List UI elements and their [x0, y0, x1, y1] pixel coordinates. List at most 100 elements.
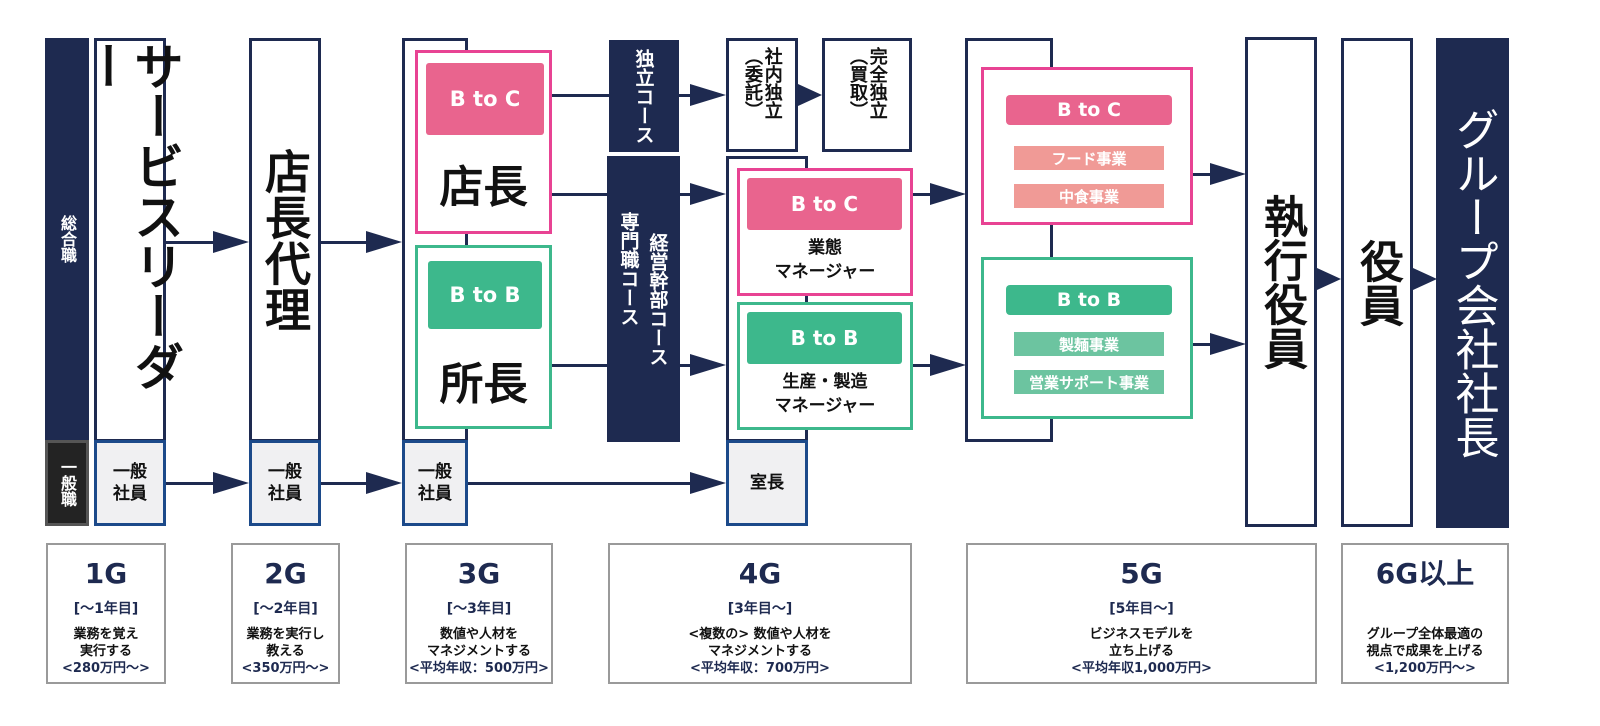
- arrow-icon: [366, 472, 402, 494]
- btoc-label: B to C: [449, 87, 521, 111]
- arrow-icon: [1210, 333, 1246, 355]
- arrow-icon: [213, 231, 249, 253]
- role-director-label: 役員: [1352, 238, 1403, 327]
- sales-support-business: 営業サポート事業: [1014, 370, 1164, 394]
- role-group-president-label: グループ会社社長: [1447, 107, 1499, 459]
- grade-years: [～2年目]: [253, 600, 318, 617]
- arrow-icon: [930, 183, 966, 205]
- grade-desc-line1: <複数の> 数値や人材を: [688, 626, 832, 642]
- grade-desc-line2: 立ち上げる: [1108, 644, 1174, 660]
- grade-label: 5G: [1120, 557, 1163, 590]
- general-staff-2-line1: 一般: [268, 461, 302, 482]
- grade-salary: <平均年収：700万円>: [690, 660, 830, 676]
- connector-line: [680, 364, 692, 367]
- arrow-icon: [690, 84, 726, 106]
- grade-desc: ビジネスモデルを立ち上げる: [968, 626, 1315, 661]
- btob-label-3: B to B: [1056, 289, 1122, 311]
- grade-label: 4G: [738, 557, 782, 590]
- connector-line: [913, 364, 933, 367]
- grade-years: [3年目～]: [727, 600, 793, 617]
- production-manager-box: B to B 生産・製造 マネージャー: [737, 302, 913, 430]
- connector-line: [321, 241, 367, 244]
- grade-card-2: 2G [～2年目] 業務を実行し教える <350万円～>: [231, 543, 340, 684]
- role-deputy-manager-label: 店長代理: [258, 148, 312, 332]
- arrow-icon: [213, 472, 249, 494]
- production-manager-line1: 生産・製造: [782, 372, 868, 392]
- grade-desc-line1: 数値や人材を: [439, 626, 518, 642]
- grade-desc: グループ全体最適の視点で成果を上げる: [1343, 626, 1507, 661]
- grade-desc: 業務を覚え実行する: [48, 626, 164, 661]
- arrow-icon: [690, 183, 726, 205]
- role-service-leader: サービスリーダー: [76, 38, 184, 442]
- grade-desc: 数値や人材をマネジメントする: [407, 626, 551, 661]
- grade-desc-line2: 視点で成果を上げる: [1366, 644, 1484, 660]
- grade-label: 3G: [457, 557, 501, 590]
- general-staff-3-line2: 社員: [418, 484, 452, 504]
- general-staff-3: 一般社員: [402, 440, 468, 526]
- grade-label: 2G: [264, 557, 307, 590]
- office-manager-btob-badge: B to B: [428, 261, 542, 329]
- grade-years: [1343, 598, 1507, 616]
- arrow-icon: [930, 354, 966, 376]
- role-director: 役員: [1341, 38, 1413, 527]
- btoc-label-2: B to C: [790, 192, 859, 216]
- grade-desc-line2: 教える: [266, 644, 305, 660]
- grade-card-5: 5G [5年目～] ビジネスモデルを立ち上げる <平均年収1,000万円>: [966, 543, 1317, 684]
- store-manager-btoc-badge: B to C: [426, 63, 544, 135]
- role-group-president: グループ会社社長: [1436, 38, 1509, 528]
- track-ordinary: 一般職: [45, 440, 89, 526]
- full-independent-label: 完全独立（買取）: [847, 47, 888, 119]
- btob-label: B to B: [449, 283, 521, 307]
- general-staff-1-line2: 社員: [113, 484, 147, 504]
- arrow-icon: [1317, 268, 1341, 290]
- grade-desc-line1: グループ全体最適の: [1366, 626, 1484, 642]
- grade-card-3: 3G [～3年目] 数値や人材をマネジメントする <平均年収：500万円>: [405, 543, 553, 684]
- role-deputy-manager: 店長代理: [249, 38, 321, 442]
- grade-desc: <複数の> 数値や人材をマネジメントする: [610, 626, 910, 661]
- connector-line: [166, 241, 216, 244]
- exec-specialist-course: 経営幹部コース 専門職コース: [607, 156, 680, 442]
- office-manager-box: B to B 所長: [415, 245, 552, 429]
- deli-business: 中食事業: [1014, 184, 1164, 208]
- grade-years: [5年目～]: [1109, 600, 1174, 617]
- general-staff-1: 一般社員: [94, 440, 166, 526]
- general-staff-2: 一般社員: [249, 440, 321, 526]
- btob-label-2: B to B: [790, 326, 859, 350]
- connector-line: [679, 94, 691, 97]
- btob-business-badge: B to B: [1006, 285, 1172, 315]
- business-manager-line1: 業態: [808, 238, 842, 258]
- grade-desc-line1: ビジネスモデルを: [1089, 626, 1194, 642]
- store-manager-box: B to C 店長: [415, 50, 552, 234]
- general-staff-1-line1: 一般: [113, 461, 147, 482]
- connector-line: [166, 482, 216, 485]
- business-manager-btoc-badge: B to C: [747, 178, 902, 230]
- role-executive-officer-label: 執行役員: [1256, 194, 1307, 370]
- business-manager-box: B to C 業態 マネージャー: [737, 168, 913, 296]
- arrow-icon: [690, 354, 726, 376]
- grade-years: [～1年目]: [73, 600, 139, 617]
- general-staff-3-line1: 一般: [418, 461, 452, 482]
- btoc-business-badge: B to C: [1006, 95, 1172, 125]
- grade-salary: <平均年収：500万円>: [409, 660, 549, 676]
- production-manager-title: 生産・製造 マネージャー: [740, 371, 910, 419]
- connector-line: [1193, 173, 1213, 176]
- arrow-icon: [798, 84, 822, 106]
- connector-line: [468, 482, 692, 485]
- exec-course-label: 経営幹部コース: [646, 232, 669, 366]
- grade-card-6: 6G以上 グループ全体最適の視点で成果を上げる <1,200万円～>: [1341, 543, 1509, 684]
- store-manager-title: 店長: [439, 162, 528, 213]
- connector-line: [552, 94, 609, 97]
- connector-line: [1193, 343, 1213, 346]
- grade-desc-line2: 実行する: [79, 644, 132, 660]
- connector-line: [321, 482, 367, 485]
- arrow-icon: [1413, 268, 1437, 290]
- production-manager-line2: マネージャー: [774, 395, 876, 416]
- grade-desc-line1: 業務を実行し: [246, 626, 325, 642]
- arrow-icon: [690, 472, 726, 494]
- btoc-business-box: B to C フード事業 中食事業: [981, 67, 1193, 225]
- full-independent-box: 完全独立（買取）: [822, 38, 912, 152]
- track-general-label: 総合職: [58, 215, 77, 263]
- production-manager-btob-badge: B to B: [747, 312, 902, 364]
- business-manager-line2: マネージャー: [774, 261, 876, 282]
- general-staff-2-line2: 社員: [268, 484, 302, 504]
